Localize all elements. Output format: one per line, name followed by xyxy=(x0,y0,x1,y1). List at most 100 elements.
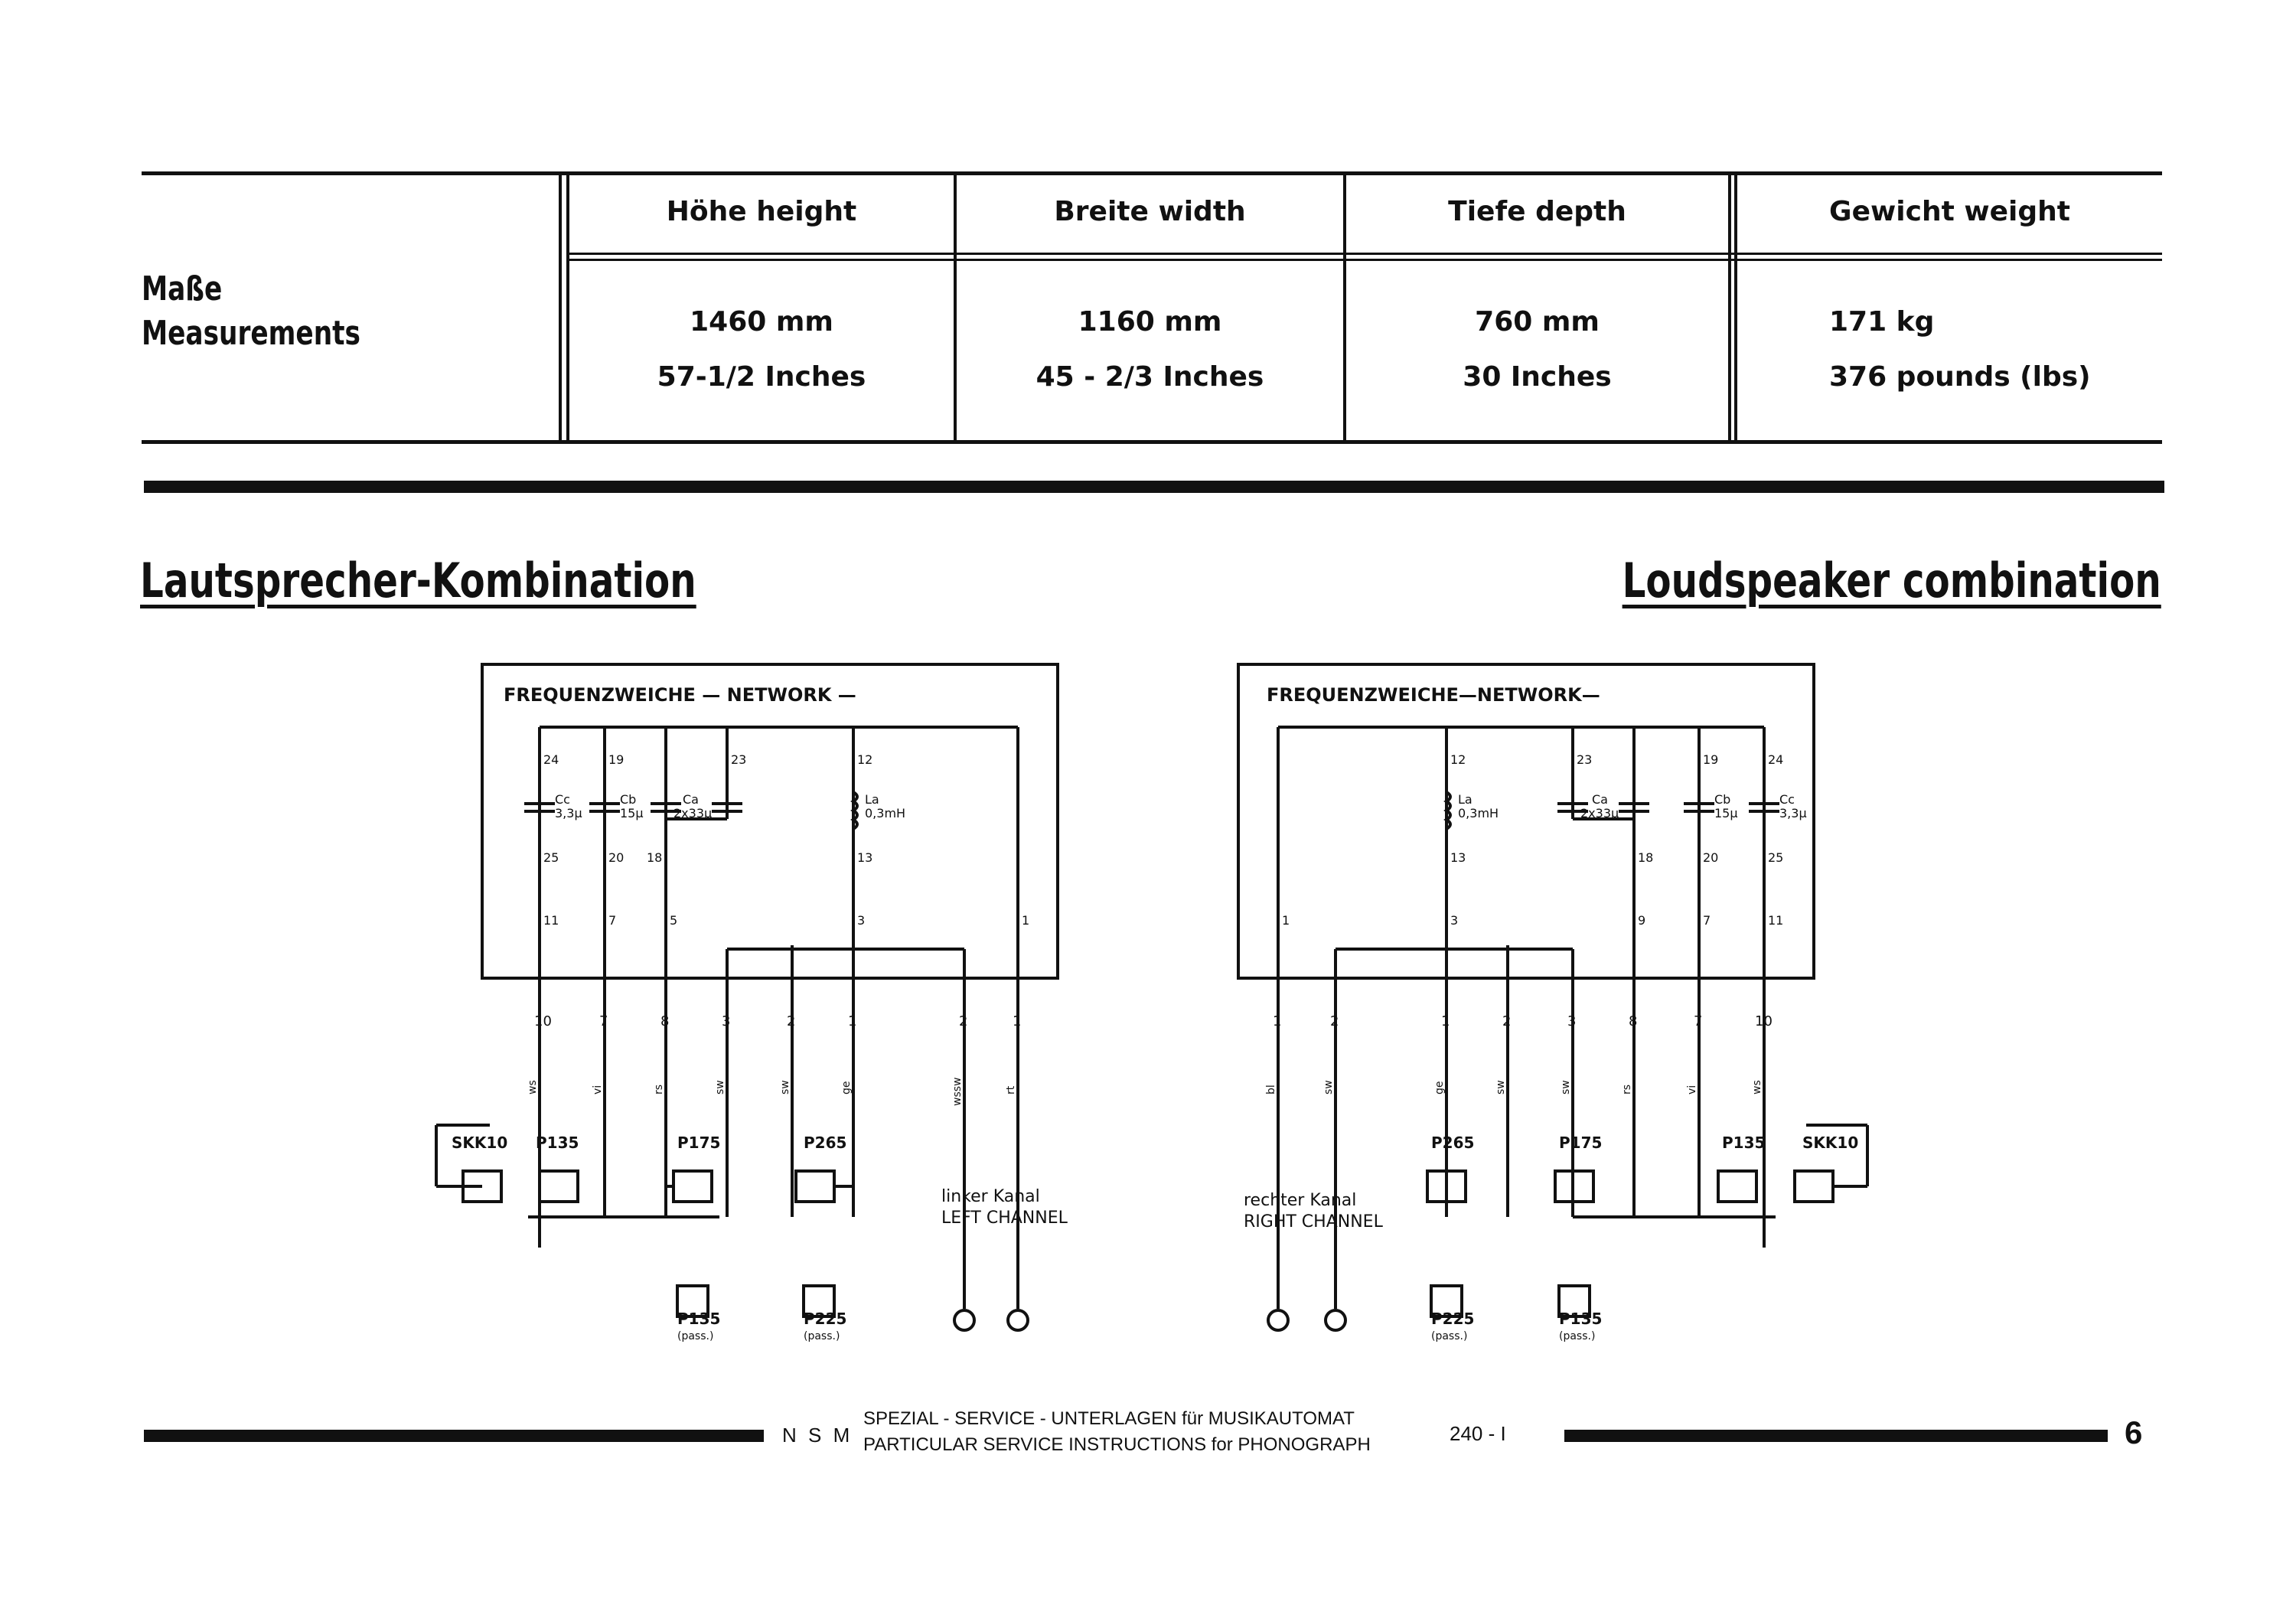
left-component-value: 3,3μ xyxy=(555,806,582,820)
right-component-name: Cb xyxy=(1714,792,1730,807)
left-component-value: 0,3mH xyxy=(865,806,905,820)
right-channel-en: RIGHT CHANNEL xyxy=(1244,1212,1384,1231)
left-passive-note: (pass.) xyxy=(677,1330,713,1342)
right-terminal: 20 xyxy=(1703,850,1718,865)
section-title-en: Loudspeaker combination xyxy=(1622,553,2161,608)
left-terminal: 20 xyxy=(608,850,624,865)
left-terminal: 7 xyxy=(608,913,616,928)
left-speaker-label: P175 xyxy=(677,1134,720,1152)
left-speaker-label: P135 xyxy=(536,1134,579,1152)
right-passive-note: (pass.) xyxy=(1559,1330,1595,1342)
right-wire-color: ge xyxy=(1433,1081,1446,1095)
left-plug: 1 xyxy=(848,1013,856,1029)
weight-imperial: 376 pounds (lbs) xyxy=(1829,361,2091,393)
right-component-name: Cc xyxy=(1779,792,1795,807)
header-height: Höhe height xyxy=(666,196,857,227)
weight-metric: 171 kg xyxy=(1829,306,1935,338)
height-metric: 1460 mm xyxy=(690,306,833,338)
left-terminal: 24 xyxy=(543,752,559,767)
footer-brand: N S M xyxy=(782,1424,853,1447)
left-component-name: Ca xyxy=(683,792,699,807)
right-speaker-label: P175 xyxy=(1559,1134,1602,1152)
left-terminal: 18 xyxy=(647,850,662,865)
depth-imperial: 30 Inches xyxy=(1463,361,1612,393)
right-plug: 8 xyxy=(1629,1013,1637,1029)
page-number: 6 xyxy=(2125,1414,2143,1450)
right-component-value: 3,3μ xyxy=(1779,806,1807,820)
left-terminal: 25 xyxy=(543,850,559,865)
left-plug: 2 xyxy=(787,1013,795,1029)
left-network-label: FREQUENZWEICHE — NETWORK — xyxy=(504,684,856,706)
left-wire-color: rs xyxy=(653,1085,665,1094)
left-wire-color: vi xyxy=(592,1085,604,1094)
left-channel-en: LEFT CHANNEL xyxy=(941,1209,1068,1228)
left-channel-de: linker Kanal xyxy=(941,1187,1040,1206)
left-plug: 1 xyxy=(1013,1013,1021,1029)
depth-metric: 760 mm xyxy=(1475,306,1600,338)
right-terminal: 25 xyxy=(1768,850,1783,865)
right-terminal: 11 xyxy=(1768,913,1783,928)
header-weight: Gewicht weight xyxy=(1829,196,2070,227)
right-plug: 2 xyxy=(1502,1013,1511,1029)
right-passive-note: (pass.) xyxy=(1431,1330,1467,1342)
right-wire-color: sw xyxy=(1322,1080,1335,1094)
right-wire-color: rs xyxy=(1621,1085,1633,1094)
left-component-name: La xyxy=(865,792,879,807)
footer-line-en: PARTICULAR SERVICE INSTRUCTIONS for PHON… xyxy=(863,1434,1371,1455)
right-component-name: Ca xyxy=(1592,792,1608,807)
left-plug: 7 xyxy=(599,1013,608,1029)
left-wire-color: sw xyxy=(714,1080,726,1094)
right-plug: 3 xyxy=(1567,1013,1576,1029)
right-wire-color: sw xyxy=(1495,1080,1507,1094)
right-channel-de: rechter Kanal xyxy=(1244,1191,1356,1210)
right-speaker-label: P135 xyxy=(1722,1134,1765,1152)
left-plug: 2 xyxy=(959,1013,967,1029)
right-terminal: 12 xyxy=(1450,752,1466,767)
left-terminal: 12 xyxy=(857,752,872,767)
right-plug: 1 xyxy=(1273,1013,1281,1029)
left-passive-label: P135 xyxy=(677,1310,720,1328)
right-terminal: 23 xyxy=(1577,752,1592,767)
left-component-name: Cc xyxy=(555,792,570,807)
left-passive-note: (pass.) xyxy=(804,1330,840,1342)
left-terminal: 23 xyxy=(731,752,746,767)
right-wiring-diagram: FREQUENZWEICHE—NETWORK— 12 23 19 24 La 0… xyxy=(1237,663,1869,1342)
right-terminal: 9 xyxy=(1638,913,1645,928)
measurements-label-en: Measurements xyxy=(142,314,360,353)
right-wire-color: sw xyxy=(1560,1080,1572,1094)
right-terminal: 3 xyxy=(1450,913,1458,928)
left-plug: 10 xyxy=(534,1013,552,1029)
footer-line-de: SPEZIAL - SERVICE - UNTERLAGEN für MUSIK… xyxy=(863,1408,1355,1429)
right-component-value: 2x33μ xyxy=(1580,806,1619,820)
right-speaker-label: P265 xyxy=(1431,1134,1474,1152)
right-passive-label: P135 xyxy=(1559,1310,1602,1328)
left-wire-color: wssw xyxy=(951,1078,964,1107)
left-speaker-label: P265 xyxy=(804,1134,846,1152)
thick-divider xyxy=(144,481,2164,493)
left-component-name: Cb xyxy=(620,792,636,807)
left-wire-color: ws xyxy=(527,1080,539,1094)
left-speaker-label: SKK10 xyxy=(452,1134,507,1152)
right-speaker-label: SKK10 xyxy=(1802,1134,1858,1152)
right-passive-label: P225 xyxy=(1431,1310,1474,1328)
right-terminal: 19 xyxy=(1703,752,1718,767)
right-component-value: 15μ xyxy=(1714,806,1738,820)
left-terminal: 3 xyxy=(857,913,865,928)
right-component-name: La xyxy=(1458,792,1473,807)
left-passive-label: P225 xyxy=(804,1310,846,1328)
left-terminal: 5 xyxy=(670,913,677,928)
footer-model: 240 - I xyxy=(1450,1422,1506,1445)
left-plug: 3 xyxy=(722,1013,730,1029)
right-wire-color: vi xyxy=(1686,1085,1698,1094)
width-imperial: 45 - 2/3 Inches xyxy=(1035,361,1264,393)
measurements-label-de: Maße xyxy=(142,269,223,308)
left-component-value: 2x33μ xyxy=(673,806,712,820)
left-plug: 8 xyxy=(660,1013,669,1029)
header-width: Breite width xyxy=(1054,196,1246,227)
left-wire-color: ge xyxy=(840,1081,853,1095)
right-plug: 2 xyxy=(1330,1013,1339,1029)
right-terminal: 1 xyxy=(1282,913,1290,928)
right-terminal: 24 xyxy=(1768,752,1783,767)
section-title-de: Lautsprecher-Kombination xyxy=(140,553,696,608)
left-wiring-diagram: FREQUENZWEICHE — NETWORK — 24 19 23 12 C… xyxy=(435,663,1068,1342)
